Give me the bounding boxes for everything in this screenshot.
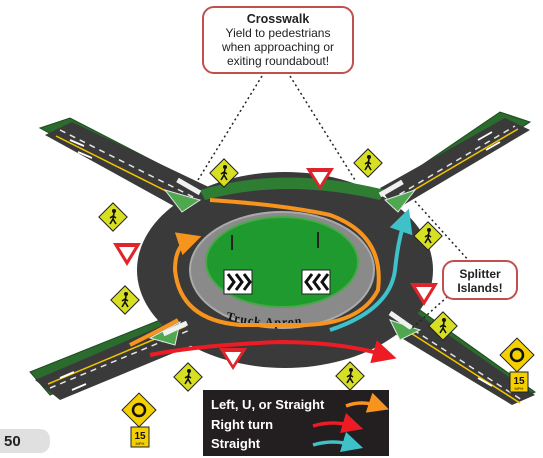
crosswalk-callout-title: Crosswalk bbox=[246, 12, 310, 26]
legend-item-label: Left, U, or Straight bbox=[211, 397, 325, 412]
speed-plaque-value: 15 bbox=[134, 431, 146, 442]
legend-arrow-orange bbox=[345, 392, 389, 413]
road-northeast bbox=[380, 118, 530, 210]
pedestrian-sign-icon bbox=[173, 362, 203, 392]
truck-apron-edge bbox=[189, 211, 375, 329]
pedestrian-signs bbox=[98, 148, 458, 392]
legend-arrow-red bbox=[312, 412, 364, 434]
legend-item-label: Right turn bbox=[211, 417, 274, 432]
splitter-island-ne bbox=[384, 189, 417, 213]
crosswalk-callout-line: exiting roundabout! bbox=[226, 54, 330, 68]
speed-plaque-unit: MPH bbox=[136, 441, 145, 446]
speed-plaque: 15 MPH bbox=[130, 426, 150, 448]
crosswalk-callout-line: when approaching or bbox=[221, 40, 335, 54]
crosswalk-ne bbox=[378, 179, 404, 198]
crosswalk-sw bbox=[162, 320, 189, 337]
yield-sign-north bbox=[306, 168, 334, 190]
path-right-turn bbox=[149, 339, 397, 364]
speed-plaque-value: 15 bbox=[513, 376, 525, 387]
legend-item-label: Straight bbox=[211, 436, 261, 451]
chevron-sign-right bbox=[301, 269, 331, 295]
crosswalk-se bbox=[388, 310, 413, 330]
lane-arrows bbox=[59, 131, 501, 397]
crosswalk-callout-line: Yield to pedestrians bbox=[225, 26, 331, 40]
splitter-callout-line: Splitter bbox=[459, 267, 501, 281]
splitter-islands-callout: Splitter Islands! bbox=[442, 260, 518, 300]
yield-signs bbox=[113, 168, 438, 370]
pedestrian-sign-icon bbox=[428, 311, 458, 341]
path-legend: Left, U, or Straight Right turn Straight bbox=[203, 390, 389, 456]
pedestrian-sign-icon bbox=[98, 202, 128, 232]
pedestrian-sign-icon bbox=[335, 361, 365, 391]
path-left-entry bbox=[129, 318, 179, 347]
crosswalks bbox=[162, 177, 413, 337]
crosswalk-callout: Crosswalk Yield to pedestrians when appr… bbox=[202, 6, 354, 74]
pedestrian-sign-icon bbox=[209, 158, 239, 188]
pedestrian-sign-icon bbox=[413, 221, 443, 251]
legend-item: Right turn bbox=[211, 417, 273, 432]
yield-sign-east bbox=[410, 283, 438, 306]
path-straight bbox=[329, 208, 413, 332]
yield-sign-west bbox=[113, 243, 141, 266]
page-tab bbox=[0, 429, 50, 453]
pedestrian-sign-icon bbox=[110, 285, 140, 315]
corner-grass-north bbox=[200, 177, 385, 200]
crosswalk-nw bbox=[176, 177, 202, 196]
splitter-callout-line: Islands! bbox=[457, 281, 503, 295]
yield-sign-south bbox=[219, 348, 247, 370]
island-posts bbox=[231, 232, 319, 250]
legend-item: Straight bbox=[211, 436, 260, 451]
roundabout-sign-icon bbox=[499, 337, 535, 373]
pedestrian-sign-icon bbox=[353, 148, 383, 178]
roundabout-sign-icon bbox=[121, 392, 157, 428]
splitter-island-nw bbox=[163, 189, 202, 213]
legend-item: Left, U, or Straight bbox=[211, 397, 324, 412]
legend-arrow-teal bbox=[312, 431, 364, 453]
speed-plaque-unit: MPH bbox=[515, 386, 524, 391]
chevron-sign-left bbox=[223, 269, 253, 295]
speed-plaque: 15 MPH bbox=[509, 371, 529, 393]
path-left-u-straight bbox=[172, 198, 381, 327]
legend-arrows bbox=[312, 392, 389, 453]
page-number: 50 bbox=[4, 433, 21, 450]
